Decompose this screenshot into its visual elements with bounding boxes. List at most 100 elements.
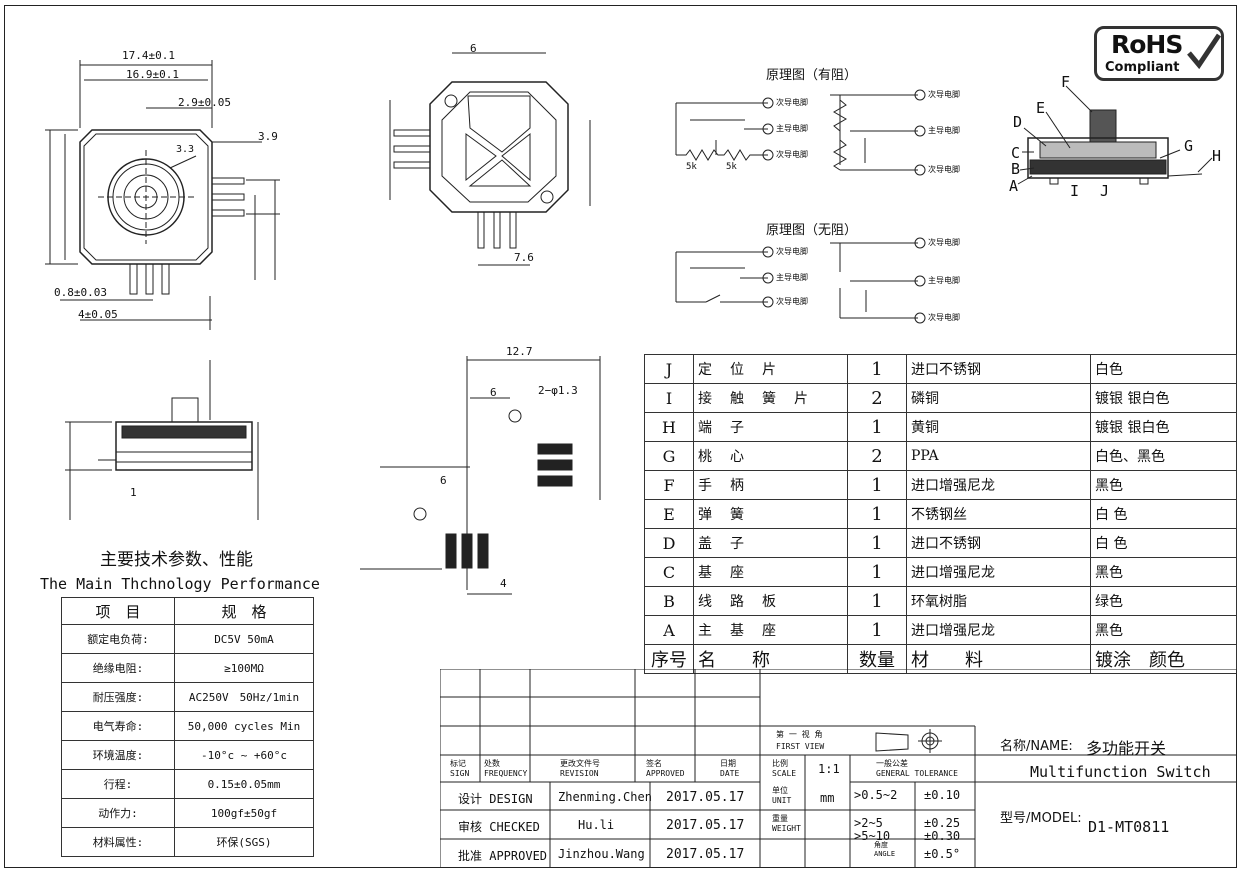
bom-name: 桃心 [693, 441, 848, 471]
first-angle-projection-icon [875, 729, 942, 753]
dim-1: 1 [130, 486, 137, 499]
dim-17-4-width: 17.4±0.1 [122, 49, 175, 62]
approved-label: 批准 APPROVED [458, 849, 548, 863]
table-row: 绝缘电阻:≥100MΩ [61, 653, 314, 683]
bom-code: J [644, 354, 694, 384]
pcb-footprint-view [360, 356, 601, 595]
product-name-en: Multifunction Switch [1030, 763, 1211, 781]
bom-code: B [644, 586, 694, 616]
pin-label: 次导电脚 [928, 165, 960, 174]
bom-name: 基座 [693, 557, 848, 587]
part-letter: A [1009, 177, 1019, 195]
bom-qty: 1 [847, 470, 907, 500]
bom-qty: 1 [847, 586, 907, 616]
dim-2-9: 2.9±0.05 [178, 96, 231, 109]
first-view-label: 第 一 视 角 FIRST VIEW [776, 730, 825, 751]
bom-finish: 白 色 [1090, 528, 1237, 558]
bom-name: 定位片 [693, 354, 848, 384]
tolerance-value: ±0.25 [924, 816, 961, 830]
row-label: 动作力: [61, 798, 175, 828]
performance-title-cn: 主要技术参数、性能 [100, 550, 253, 570]
bom-code: F [644, 470, 694, 500]
bom-finish: 白色 [1090, 354, 1237, 384]
dim-6-top: 6 [470, 42, 477, 55]
bom-code: C [644, 557, 694, 587]
bom-qty: 1 [847, 412, 907, 442]
row-value: DC5V 50mA [174, 624, 314, 654]
rev-col-sign: 标记 SIGN [450, 759, 470, 778]
pin-label: 次导电脚 [776, 247, 808, 256]
table-row: 动作力:100gf±50gf [61, 798, 314, 828]
part-letter: I [1070, 182, 1080, 200]
angle-tolerance: ±0.5° [924, 847, 961, 861]
row-label: 绝缘电阻: [61, 653, 175, 683]
tolerance-range: >2~5 [854, 816, 883, 830]
dim-hole-dia: 2−φ1.3 [538, 384, 578, 397]
part-letter: C [1011, 144, 1021, 162]
checkmark-icon [1187, 33, 1221, 70]
row-label: 行程: [61, 769, 175, 799]
part-letter: D [1013, 113, 1023, 131]
row-label: 额定电负荷: [61, 624, 175, 654]
performance-title-en: The Main Thchnology Performance [40, 575, 320, 593]
bom-name: 盖子 [693, 528, 848, 558]
checked-date: 2017.05.17 [666, 818, 745, 833]
bom-material: 进口不锈钢 [906, 354, 1091, 384]
bom-finish: 绿色 [1090, 586, 1237, 616]
dim-6-footprint: 6 [490, 386, 497, 399]
scale-value: 1:1 [818, 762, 840, 776]
side-elevation-view [65, 360, 259, 520]
pin-label: 次导电脚 [776, 98, 808, 107]
row-value: 环保(SGS) [174, 827, 314, 857]
unit-label: 单位 UNIT [772, 786, 792, 805]
dim-7-6: 7.6 [514, 251, 534, 264]
top-view [45, 60, 280, 330]
unit-value: mm [820, 791, 835, 805]
bom-name: 接触簧片 [693, 383, 848, 413]
product-name-cn: 多功能开关 [1086, 739, 1167, 758]
dim-0-8: 0.8±0.03 [54, 286, 107, 299]
rev-col-revision: 更改文件号 REVISION [560, 759, 600, 778]
resistor-label: 5k [686, 162, 697, 172]
tolerance-value: ±0.10 [924, 788, 961, 802]
pin-label: 主导电脚 [928, 126, 960, 135]
dim-3-9: 3.9 [258, 130, 278, 143]
checker-name: Hu.li [578, 818, 615, 832]
bom-qty: 1 [847, 528, 907, 558]
row-value: 100gf±50gf [174, 798, 314, 828]
designer-name: Zhenming.Chen [558, 790, 652, 804]
row-value: -10°c ~ +60°c [174, 740, 314, 770]
bom-qty: 1 [847, 557, 907, 587]
compliant-text: Compliant [1105, 60, 1180, 75]
part-letter: E [1036, 99, 1046, 117]
table-row: 电气寿命:50,000 cycles Min [61, 711, 314, 741]
name-label: 名称/NAME: [1000, 739, 1073, 754]
bom-finish: 黑色 [1090, 615, 1237, 645]
scale-label: 比例 SCALE [772, 759, 797, 778]
approver-name: Jinzhou.Wang [558, 847, 645, 861]
rohs-text: RoHS [1111, 30, 1183, 59]
bom-code: A [644, 615, 694, 645]
bom-finish: 白 色 [1090, 499, 1237, 529]
design-label: 设计 DESIGN [458, 792, 533, 806]
pin-label: 次导电脚 [928, 313, 960, 322]
part-letter: B [1011, 160, 1021, 178]
pin-label: 主导电脚 [776, 124, 808, 133]
bom-name: 弹簧 [693, 499, 848, 529]
exploded-section-view [1017, 85, 1213, 185]
pin-label: 主导电脚 [928, 276, 960, 285]
part-letter: F [1061, 73, 1071, 91]
dim-6-footprint-b: 6 [440, 474, 447, 487]
performance-table: 项 目 规 格 额定电负荷:DC5V 50mA 绝缘电阻:≥100MΩ 耐压强度… [61, 597, 314, 857]
bom-finish: 黑色 [1090, 557, 1237, 587]
row-value: 0.15±0.05mm [174, 769, 314, 799]
bom-code: I [644, 383, 694, 413]
bom-finish: 镀银 银白色 [1090, 383, 1237, 413]
table-header-row: 序号名 称数量材 料镀涂 颜色 [644, 644, 1237, 674]
